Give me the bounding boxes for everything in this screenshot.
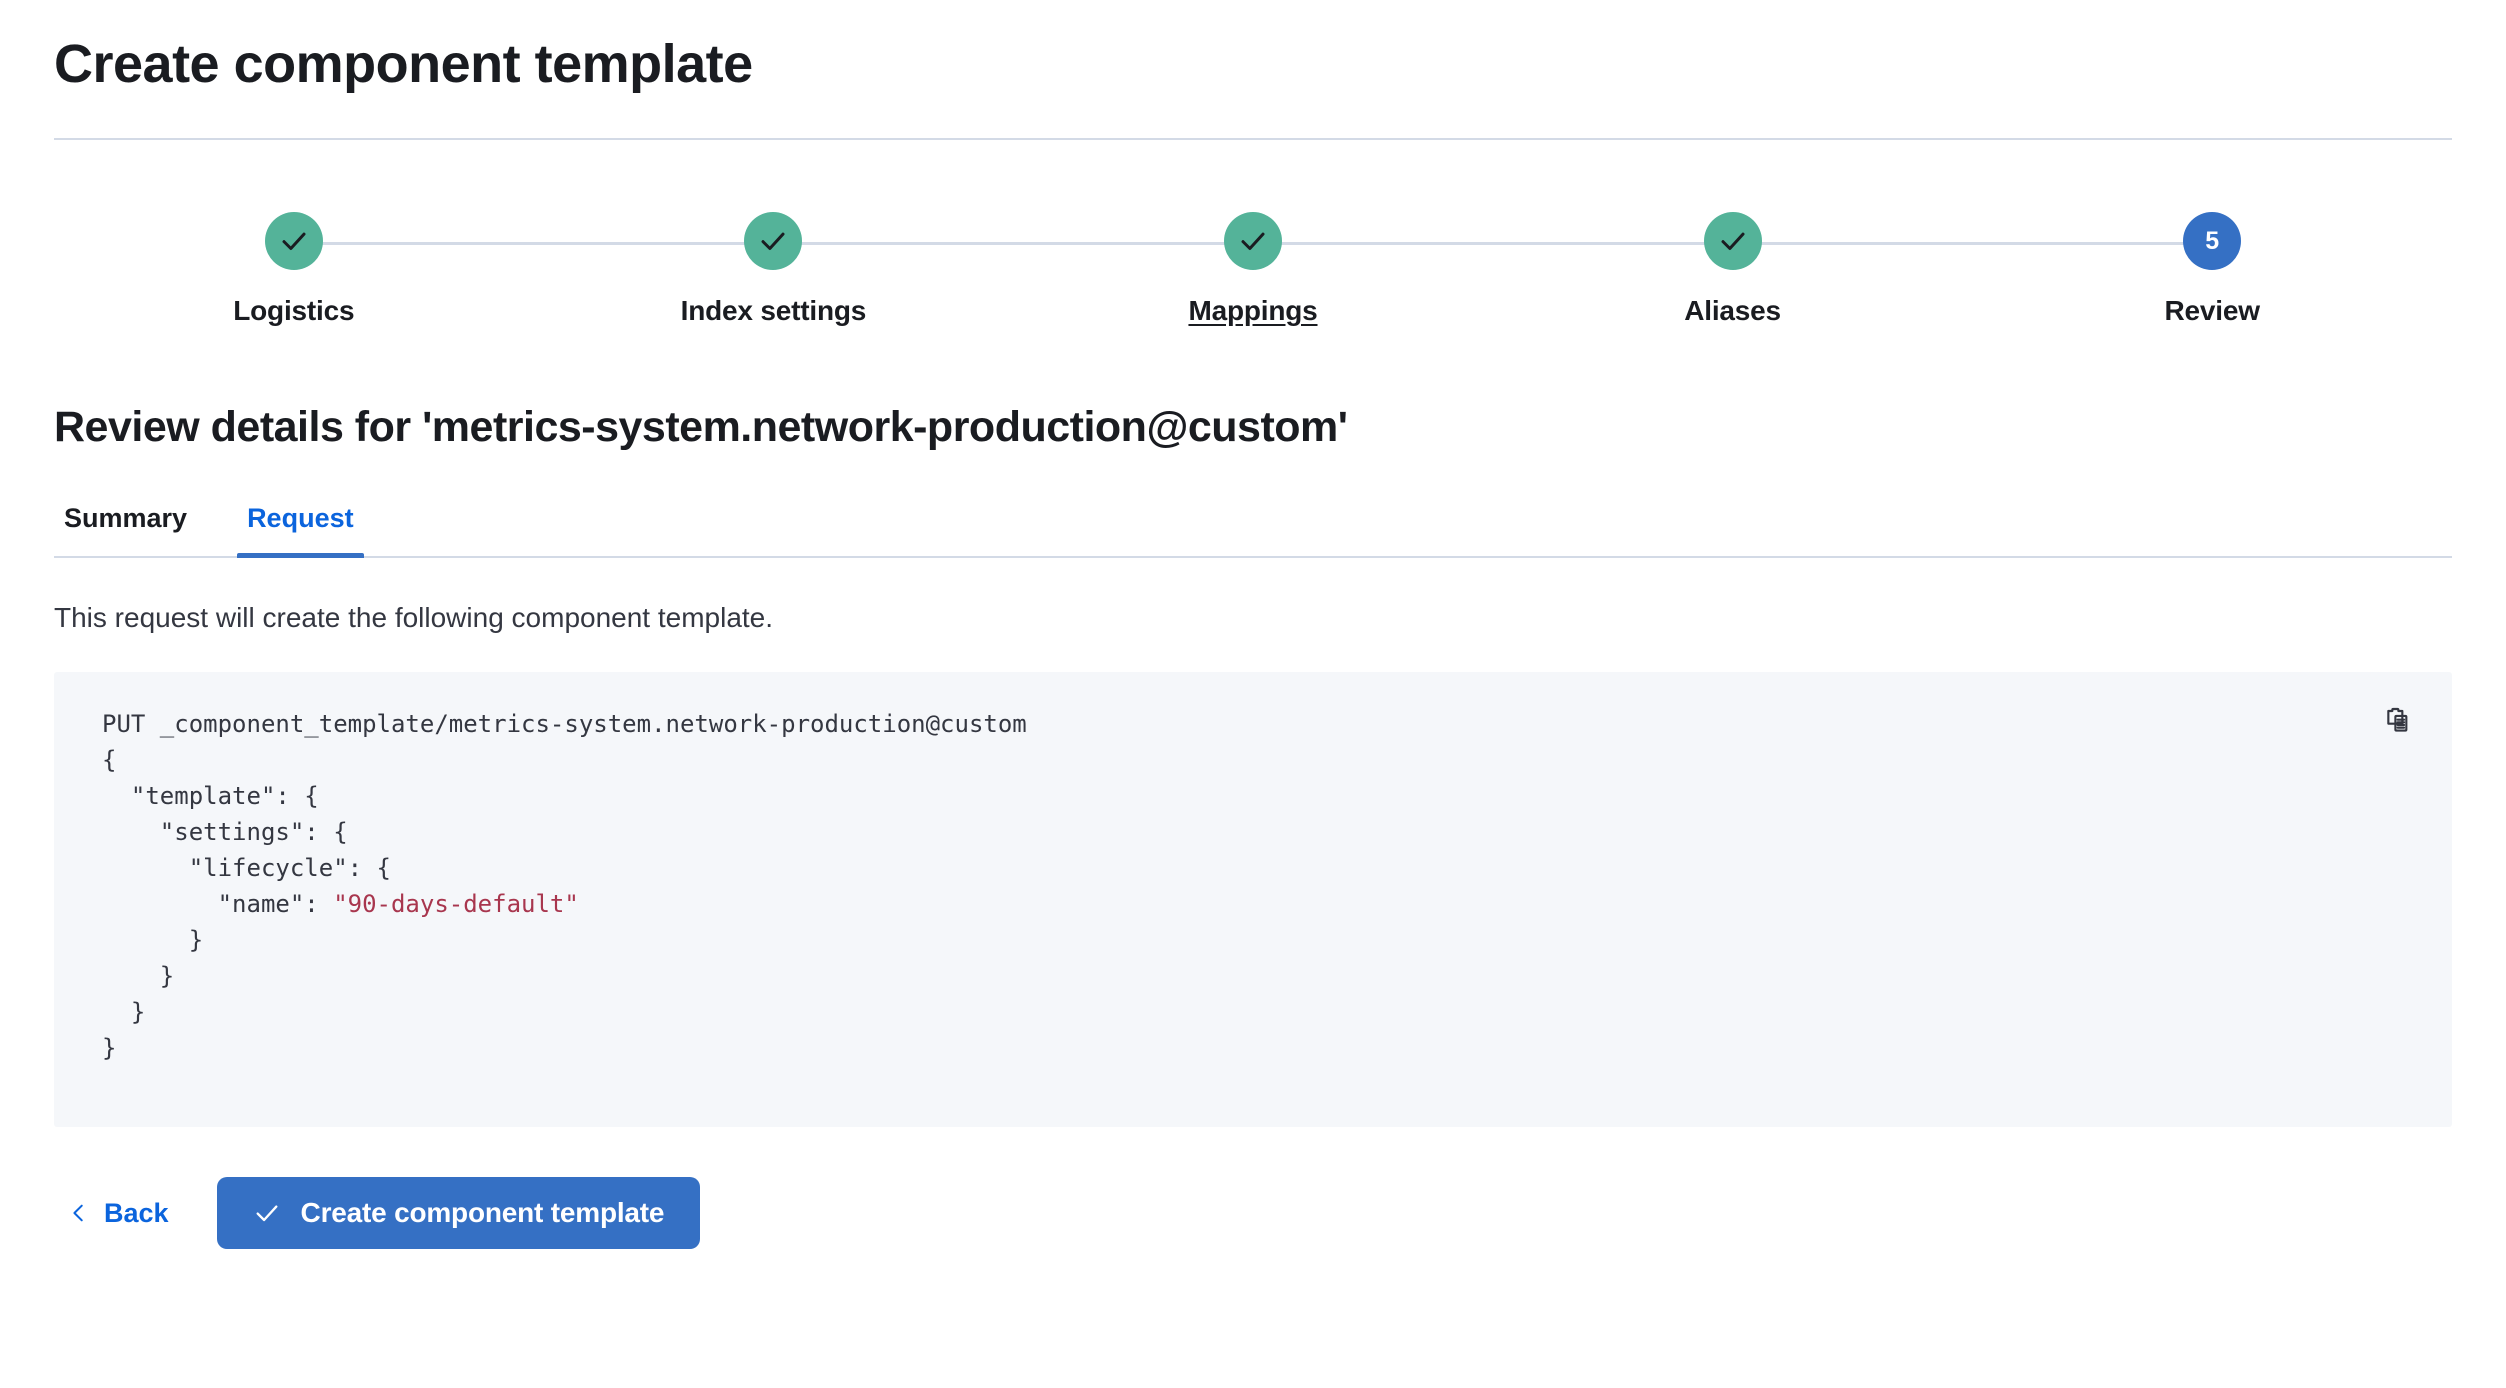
code-line: "lifecycle": { bbox=[102, 854, 391, 882]
step-connector-right bbox=[1278, 242, 1493, 245]
code-line: } bbox=[102, 926, 204, 954]
check-icon bbox=[279, 226, 309, 256]
step-connector-left bbox=[1972, 242, 2187, 245]
code-string-value: "90-days-default" bbox=[333, 890, 579, 918]
back-button[interactable]: Back bbox=[54, 1188, 183, 1239]
check-icon bbox=[1238, 226, 1268, 256]
step-review[interactable]: 5 Review bbox=[1972, 212, 2452, 327]
step-connector-right bbox=[319, 242, 534, 245]
chevron-left-icon bbox=[68, 1202, 90, 1224]
step-connector-left bbox=[1013, 242, 1227, 245]
tab-summary[interactable]: Summary bbox=[54, 499, 197, 556]
request-code-panel: PUT _component_template/metrics-system.n… bbox=[54, 672, 2452, 1127]
code-line: } bbox=[102, 962, 175, 990]
step-circle-complete[interactable] bbox=[264, 212, 323, 270]
request-code: PUT _component_template/metrics-system.n… bbox=[102, 706, 2422, 1066]
step-number: 5 bbox=[2205, 226, 2220, 255]
create-component-template-button[interactable]: Create component template bbox=[216, 1177, 701, 1249]
step-label: Aliases bbox=[1684, 295, 1781, 326]
back-button-label: Back bbox=[104, 1197, 169, 1228]
page-title: Create component template bbox=[54, 34, 753, 94]
step-connector-left bbox=[1492, 242, 1707, 245]
code-line: PUT _component_template/metrics-system.n… bbox=[102, 710, 1027, 738]
step-label: Index settings bbox=[680, 295, 867, 326]
check-icon bbox=[1718, 226, 1748, 256]
check-icon bbox=[758, 226, 788, 256]
wizard-stepper: Logistics Index settings bbox=[54, 212, 2452, 347]
step-connector-right bbox=[1758, 242, 1973, 245]
code-line: } bbox=[102, 1034, 117, 1062]
detail-tabs: Summary Request bbox=[54, 499, 2452, 558]
step-circle-complete[interactable] bbox=[1703, 212, 1762, 270]
step-connector-left bbox=[533, 242, 748, 245]
stepper-track: Logistics Index settings bbox=[54, 212, 2452, 327]
review-heading: Review details for 'metrics-system.netwo… bbox=[54, 403, 1348, 451]
step-aliases[interactable]: Aliases bbox=[1492, 212, 1973, 327]
create-component-template-label: Create component template bbox=[300, 1197, 665, 1228]
copy-clipboard-icon[interactable] bbox=[2378, 700, 2420, 742]
check-icon bbox=[253, 1199, 281, 1227]
step-mappings[interactable]: Mappings bbox=[1013, 212, 1493, 327]
step-circle-current[interactable]: 5 bbox=[2183, 212, 2242, 270]
step-label: Review bbox=[2164, 295, 2260, 326]
code-line: { bbox=[102, 746, 117, 774]
tab-request[interactable]: Request bbox=[237, 499, 364, 558]
step-label: Logistics bbox=[233, 295, 355, 326]
step-index-settings[interactable]: Index settings bbox=[533, 212, 1014, 327]
step-logistics[interactable]: Logistics bbox=[54, 212, 534, 327]
step-label[interactable]: Mappings bbox=[1188, 295, 1318, 326]
step-connector-right bbox=[799, 242, 1014, 245]
code-line: "name": bbox=[102, 890, 334, 918]
step-circle-complete[interactable] bbox=[1223, 212, 1282, 270]
step-circle-complete[interactable] bbox=[744, 212, 803, 270]
code-line: "settings": { bbox=[102, 818, 348, 846]
code-line: } bbox=[102, 998, 146, 1026]
request-description: This request will create the following c… bbox=[54, 602, 774, 633]
code-line: "template": { bbox=[102, 782, 319, 810]
title-divider bbox=[54, 138, 2452, 140]
footer-actions: Back Create component template bbox=[54, 1177, 2452, 1249]
